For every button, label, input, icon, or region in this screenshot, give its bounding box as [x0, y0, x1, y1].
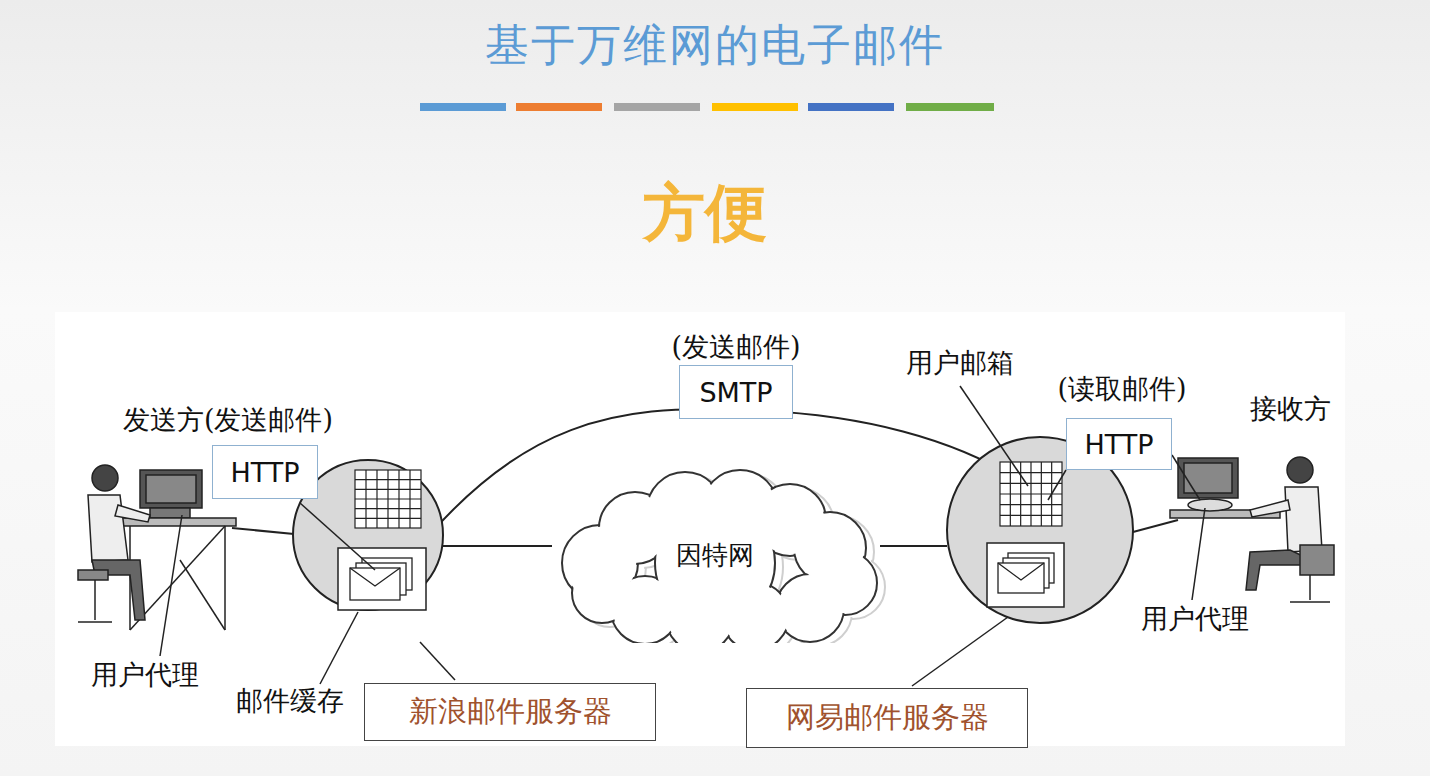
title-bars-part [516, 103, 602, 111]
leader-lines-part [912, 617, 1008, 686]
server-name-box: 网易邮件服务器 [746, 688, 1028, 748]
role-label: 接收方 [1250, 393, 1331, 425]
callout-label: 用户代理 [91, 659, 199, 691]
title-bars-part [420, 103, 506, 111]
node-text: 新浪邮件服务器 [409, 692, 612, 732]
sender-figure-part [92, 560, 145, 620]
leader-lines-part [300, 503, 375, 570]
node-text: 网易邮件服务器 [786, 698, 989, 738]
leader-lines-part [1172, 455, 1200, 500]
sender-figure-part [180, 560, 225, 630]
receiver-figure-part [1250, 500, 1290, 517]
user-mailbox-grid-part [355, 508, 421, 509]
user-mailbox-grid-part [355, 470, 421, 528]
user-mailbox-grid-part [355, 498, 421, 499]
leader-lines-part [420, 642, 455, 680]
network-lines-part [1133, 520, 1178, 532]
sender-figure-part [140, 470, 202, 508]
title-bars-part [906, 103, 994, 111]
title-bars-part [614, 103, 700, 111]
callout-label: 邮件缓存 [236, 685, 344, 717]
receiver-figure [1170, 457, 1334, 602]
envelopes [998, 553, 1054, 593]
sender-figure-part [78, 621, 112, 623]
receiver-figure-part [1309, 575, 1311, 600]
sender-figure-part [224, 526, 226, 630]
network-lines-part [232, 528, 294, 534]
title-bars [420, 103, 994, 111]
node-text: HTTP [230, 457, 299, 488]
user-mailbox-grid-part [398, 470, 399, 528]
envelopes-part [998, 563, 1044, 593]
page-title: 基于万维网的电子邮件 [0, 16, 1430, 73]
callout-label: (发送邮件) [671, 331, 800, 363]
sender-figure-part [94, 580, 96, 620]
receiver-figure-part [1290, 601, 1330, 603]
user-mailbox-grid-part [355, 518, 421, 519]
sender-figure-part [146, 475, 196, 503]
receiver-figure-part [1287, 457, 1313, 483]
receiver-figure-part [1285, 487, 1322, 552]
subtitle: 方便 [643, 176, 767, 250]
callout-label: 用户邮箱 [906, 347, 1014, 379]
leader-lines-part [1048, 470, 1066, 500]
network-lines-part [880, 545, 947, 547]
sender-figure-part [115, 505, 150, 522]
callout-label: (读取邮件) [1057, 373, 1186, 405]
receiver-figure-part [1184, 463, 1232, 493]
sender-figure-part [78, 570, 108, 580]
diagram-panel [55, 312, 1345, 746]
user-mailbox-grid [355, 470, 421, 528]
user-mailbox-grid-part [1000, 515, 1062, 516]
title-bars-part [712, 103, 798, 111]
node-text: HTTP [1084, 429, 1153, 460]
title-bars-part [808, 103, 894, 111]
node-text: SMTP [699, 377, 772, 408]
user-mailbox-grid-part [1000, 504, 1062, 505]
receiver-figure-part [1188, 499, 1232, 511]
callout-label: 用户代理 [1141, 603, 1249, 635]
protocol-box: HTTP [212, 445, 318, 499]
sender-figure-part [150, 508, 190, 518]
sender-figure-part [92, 465, 118, 491]
protocol-box: SMTP [679, 365, 793, 419]
leader-lines-part [1192, 508, 1205, 600]
server-name-box: 新浪邮件服务器 [364, 683, 656, 741]
user-mailbox-grid-part [409, 470, 410, 528]
leader-lines-part [160, 515, 182, 656]
user-mailbox-grid-part [1000, 462, 1062, 526]
envelopes-part [998, 563, 1044, 580]
leader-lines-part [960, 386, 1028, 486]
user-mailbox-grid-part [1041, 462, 1042, 526]
internet-cloud: 因特网 [540, 468, 890, 643]
role-label: 发送方(发送邮件) [123, 404, 333, 436]
envelopes-part [350, 568, 400, 586]
netease-server-part [987, 543, 1064, 607]
protocol-box: HTTP [1066, 418, 1172, 470]
sina-server-part [338, 548, 426, 610]
node-text: 因特网 [676, 538, 754, 573]
network-lines-part [443, 545, 552, 547]
sender-figure-part [88, 495, 128, 562]
cloud-shape [562, 470, 877, 643]
envelopes [350, 558, 412, 600]
receiver-figure-part [1300, 545, 1334, 575]
envelopes-part [350, 568, 400, 600]
user-mailbox-grid [1000, 462, 1062, 526]
leader-lines-part [320, 612, 358, 684]
